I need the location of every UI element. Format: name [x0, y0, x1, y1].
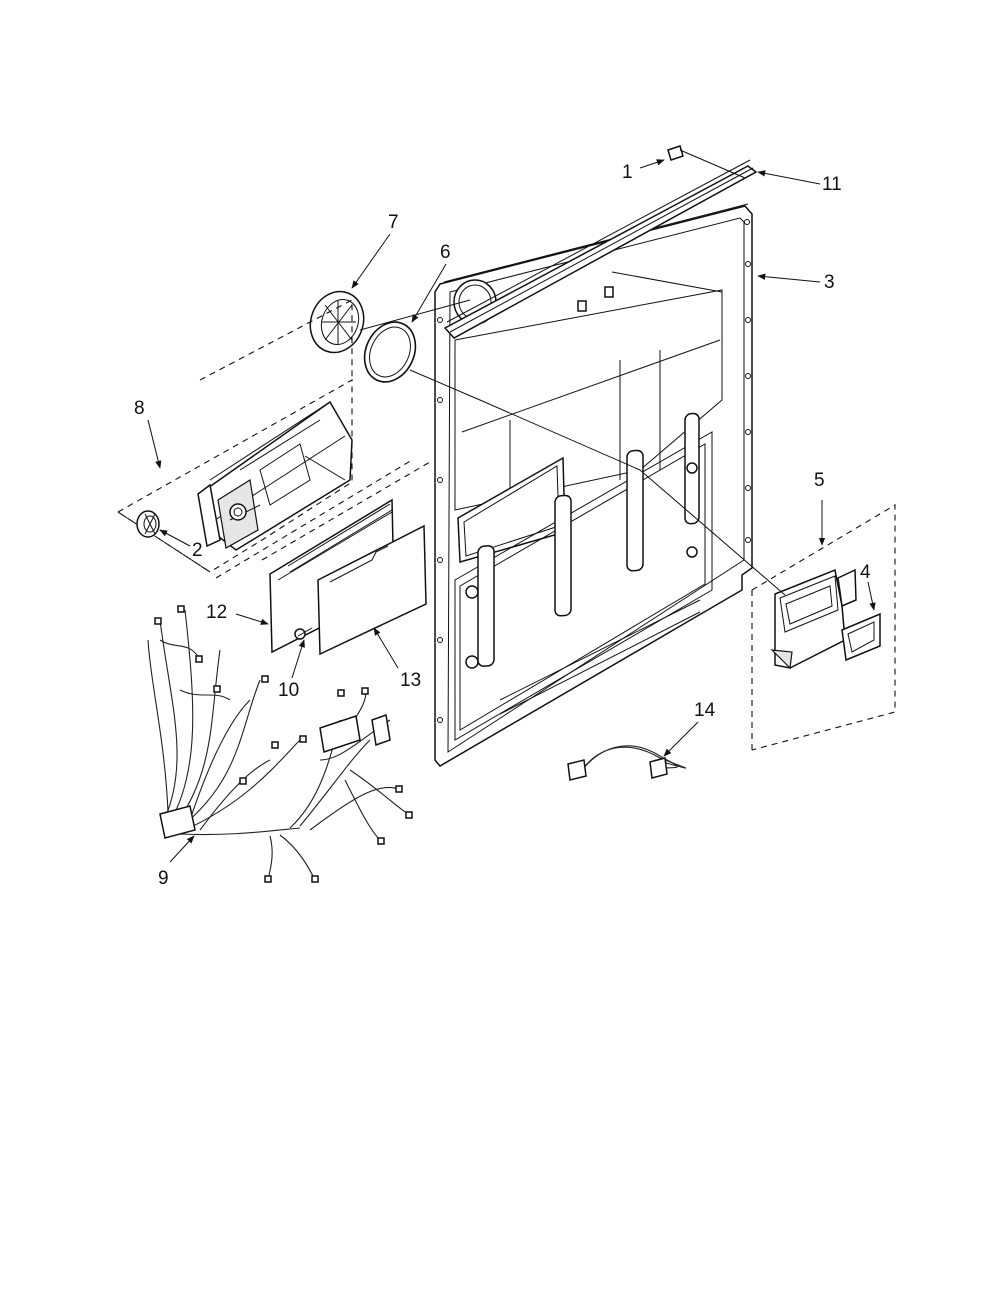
filler-alignment-line [639, 469, 786, 596]
door-screw-holes [437, 219, 751, 723]
callout-11: 11 [822, 174, 842, 195]
callout-9: 9 [158, 868, 169, 889]
filler-bracket-assembly [751, 504, 896, 751]
callout-7: 7 [388, 212, 399, 233]
callout-5: 5 [814, 470, 825, 491]
callout-6: 6 [440, 242, 451, 263]
callout-2: 2 [192, 540, 203, 561]
door-ribs [477, 412, 700, 667]
vent-cover [309, 290, 365, 354]
callout-leaders [147, 159, 876, 863]
callout-13: 13 [400, 670, 421, 691]
control-board-area [215, 459, 431, 656]
gasket-ring [363, 321, 417, 383]
power-cord [567, 745, 687, 781]
screw-part-1 [667, 145, 746, 179]
callout-1: 1 [622, 162, 633, 183]
callout-8: 8 [134, 398, 145, 419]
dispenser-assembly [116, 299, 353, 573]
callout-12: 12 [206, 602, 227, 623]
callout-3: 3 [824, 272, 835, 293]
wire-harness [147, 605, 413, 883]
callout-4: 4 [860, 562, 871, 583]
inner-door-panel [434, 203, 753, 767]
top-trim-strip [443, 159, 758, 339]
callout-10: 10 [278, 680, 299, 701]
callout-14: 14 [694, 700, 716, 721]
knob-part-2 [136, 510, 160, 538]
callout-labels: 1 2 3 4 5 6 7 8 9 10 11 12 13 14 [134, 162, 871, 889]
